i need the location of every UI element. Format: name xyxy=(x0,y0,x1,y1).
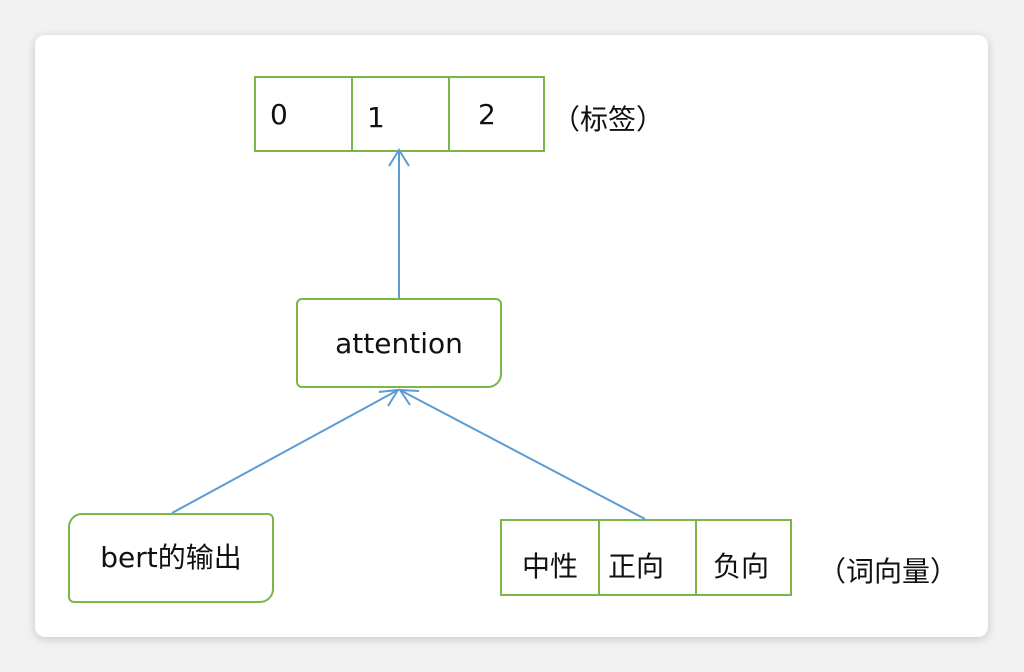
labels-box: 0 1 2 xyxy=(254,76,545,152)
arrow-wordvec-to-attention xyxy=(398,388,646,520)
bert-output-label: bert的输出 xyxy=(100,541,242,574)
labels-side-label: （标签） xyxy=(552,103,665,136)
word-vector-cell-0: 中性 xyxy=(502,521,599,594)
arrow-attention-to-labels xyxy=(388,148,410,298)
word-vector-box: 中性 正向 负向 xyxy=(500,519,792,596)
attention-box: attention xyxy=(296,298,502,388)
bert-output-box: bert的输出 xyxy=(68,513,274,603)
label-cell-0: 0 xyxy=(256,78,353,150)
attention-label: attention xyxy=(335,326,463,360)
arrow-bert-to-attention xyxy=(171,388,400,514)
label-cell-2: 2 xyxy=(448,78,545,150)
label-cell-1-text: 1 xyxy=(367,100,385,134)
word-vector-cell-0-text: 中性 xyxy=(522,549,579,583)
word-vector-cell-2: 负向 xyxy=(695,521,792,594)
word-vector-cell-1: 正向 xyxy=(598,521,695,594)
label-cell-1: 1 xyxy=(351,78,448,150)
word-vector-cell-1-text: 正向 xyxy=(608,549,665,583)
word-vector-cell-2-text: 负向 xyxy=(713,549,770,583)
label-cell-2-text: 2 xyxy=(478,97,496,131)
label-cell-0-text: 0 xyxy=(270,98,288,131)
word-vector-side-label: （词向量） xyxy=(818,555,959,588)
